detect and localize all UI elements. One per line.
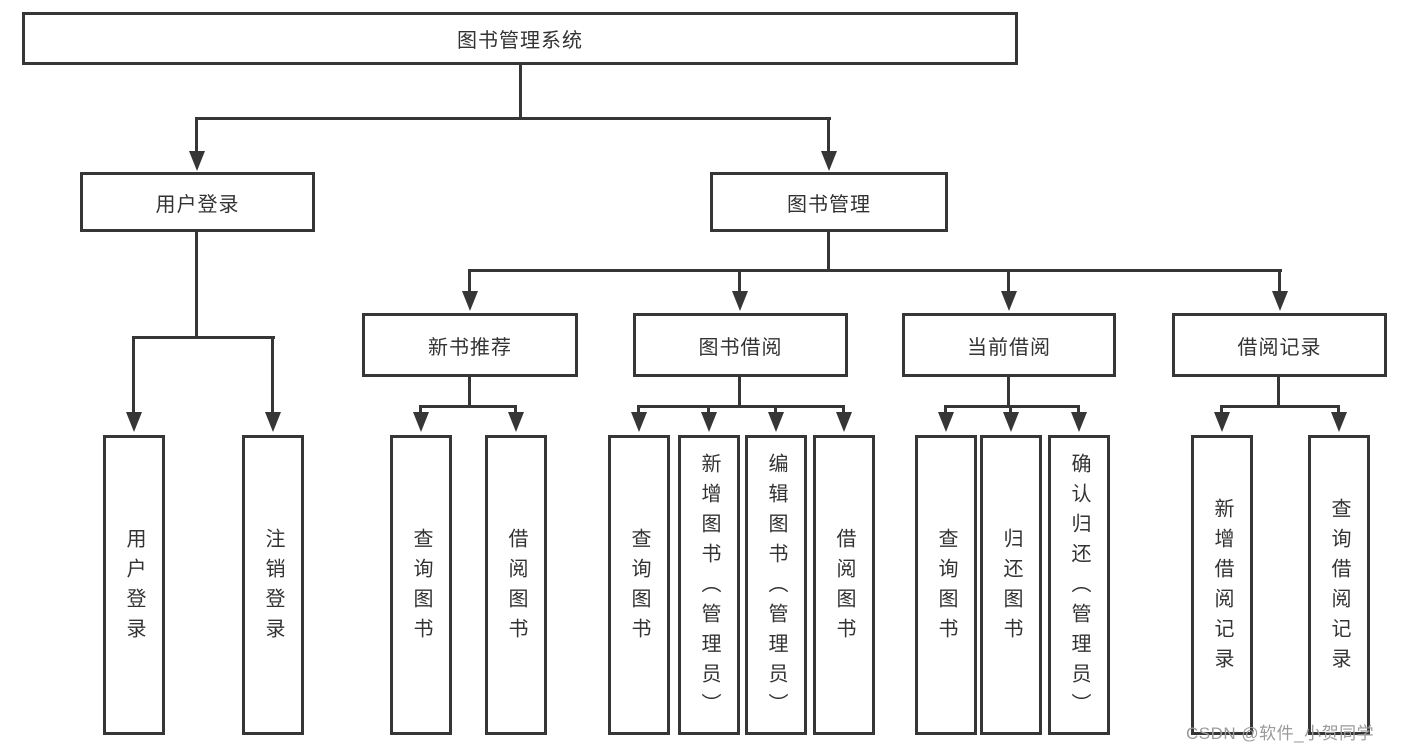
connector-line (827, 232, 830, 272)
connector-line (1221, 405, 1340, 408)
node-leaf-query-books-borrow: 查询图书 (608, 435, 670, 735)
node-leaf-query-books-current: 查询图书 (915, 435, 977, 735)
arrow-down-icon (462, 291, 478, 311)
connector-line (468, 269, 471, 292)
node-leaf-user-login: 用户登录 (103, 435, 165, 735)
node-borrowing-records: 借阅记录 (1172, 313, 1387, 377)
node-leaf-return-books: 归还图书 (980, 435, 1042, 735)
arrow-down-icon (189, 151, 205, 171)
connector-line (196, 117, 831, 120)
connector-line (1007, 269, 1010, 292)
connector-line (827, 117, 830, 152)
connector-line (132, 336, 135, 413)
connector-line (842, 405, 845, 414)
node-leaf-query-books-recommend: 查询图书 (390, 435, 452, 735)
arrow-down-icon (631, 412, 647, 432)
arrow-down-icon (413, 412, 429, 432)
arrow-down-icon (1001, 291, 1017, 311)
connector-line (133, 336, 275, 339)
node-library-system: 图书管理系统 (22, 12, 1018, 65)
connector-line (774, 405, 777, 414)
connector-line (1007, 377, 1010, 408)
connector-line (514, 405, 517, 414)
connector-line (1278, 269, 1281, 292)
connector-line (738, 377, 741, 408)
node-leaf-logout: 注销登录 (242, 435, 304, 735)
node-leaf-add-borrow-record: 新增借阅记录 (1191, 435, 1253, 735)
connector-line (1277, 377, 1280, 408)
connector-line (738, 269, 741, 292)
connector-line (420, 405, 517, 408)
connector-line (1220, 405, 1223, 414)
arrow-down-icon (126, 412, 142, 432)
node-leaf-borrow-books: 借阅图书 (813, 435, 875, 735)
arrow-down-icon (836, 412, 852, 432)
connector-line (945, 405, 1080, 408)
node-leaf-edit-books-admin: 编辑图书（管理员） (745, 435, 807, 735)
connector-line (637, 405, 640, 414)
node-leaf-add-books-admin: 新增图书（管理员） (678, 435, 740, 735)
connector-line (638, 405, 845, 408)
connector-line (195, 232, 198, 339)
arrow-down-icon (265, 412, 281, 432)
arrow-down-icon (508, 412, 524, 432)
connector-line (707, 405, 710, 414)
connector-line (271, 336, 274, 413)
connector-line (1009, 405, 1012, 414)
arrow-down-icon (1272, 291, 1288, 311)
arrow-down-icon (1331, 412, 1347, 432)
connector-line (468, 377, 471, 408)
node-user-login: 用户登录 (80, 172, 315, 232)
arrow-down-icon (821, 151, 837, 171)
connector-line (469, 269, 1282, 272)
connector-line (1337, 405, 1340, 414)
arrow-down-icon (1071, 412, 1087, 432)
connector-line (419, 405, 422, 414)
node-leaf-query-borrow-record: 查询借阅记录 (1308, 435, 1370, 735)
node-leaf-confirm-return-admin: 确认归还（管理员） (1048, 435, 1110, 735)
node-book-management: 图书管理 (710, 172, 948, 232)
node-leaf-borrow-books-recommend: 借阅图书 (485, 435, 547, 735)
connector-line (519, 64, 522, 119)
csdn-watermark: CSDN @软件_小贺同学 (1186, 724, 1375, 743)
node-book-borrowing: 图书借阅 (633, 313, 848, 377)
arrow-down-icon (732, 291, 748, 311)
node-current-borrowing: 当前借阅 (902, 313, 1116, 377)
arrow-down-icon (938, 412, 954, 432)
arrow-down-icon (1214, 412, 1230, 432)
connector-line (195, 117, 198, 152)
node-new-book-recommend: 新书推荐 (362, 313, 578, 377)
arrow-down-icon (768, 412, 784, 432)
connector-line (944, 405, 947, 414)
arrow-down-icon (1003, 412, 1019, 432)
connector-line (1077, 405, 1080, 414)
arrow-down-icon (701, 412, 717, 432)
